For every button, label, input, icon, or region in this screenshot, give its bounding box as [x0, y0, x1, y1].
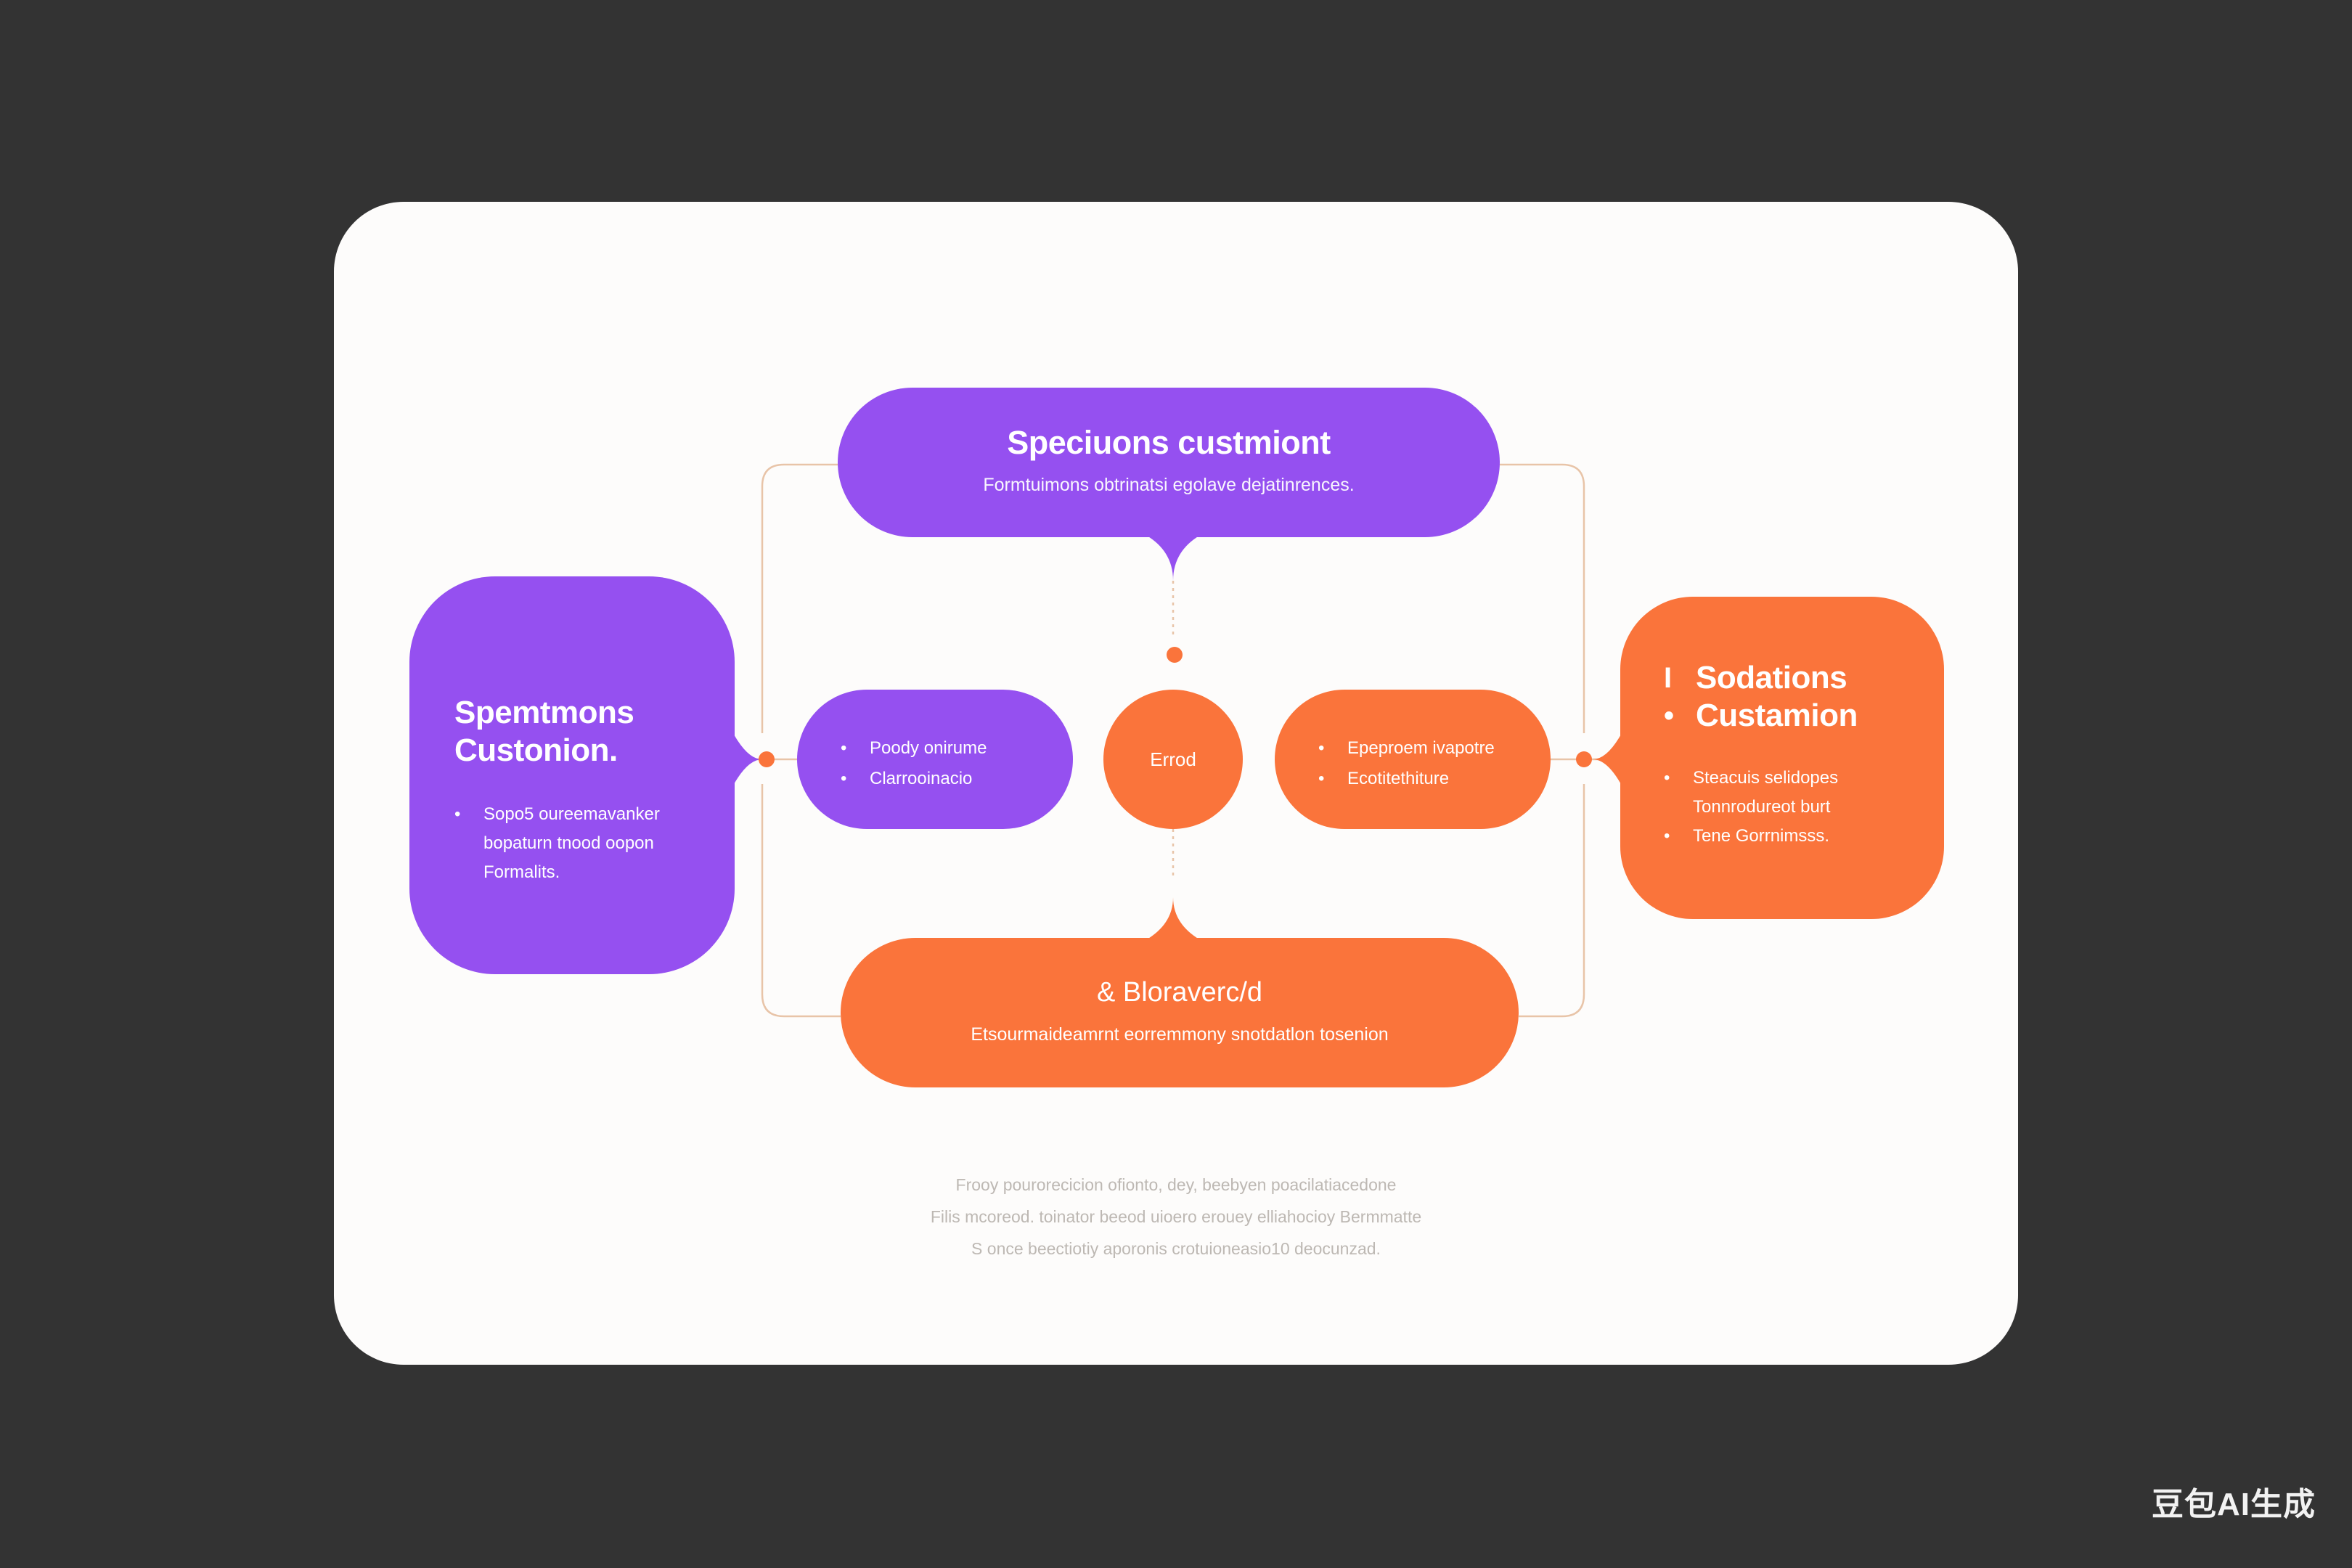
- right-node: I • Sodations Custamion • Steacuis selido…: [1620, 597, 1944, 919]
- list-item: • Sopo5 oureemavanker: [454, 800, 735, 829]
- bullet-icon: •: [1318, 769, 1325, 788]
- list-item: Tonnrodureot burt: [1664, 793, 1944, 822]
- top-node-subtitle: Formtuimons obtrinatsi egolave dejatinre…: [983, 475, 1355, 495]
- list-item: • Steacuis selidopes: [1664, 764, 1944, 793]
- list-item-text: Tonnrodureot burt: [1693, 797, 1831, 817]
- right-node-list: • Steacuis selidopes Tonnrodureot burt • T…: [1664, 764, 1944, 851]
- list-item: • Tene Gorrnimsss.: [1664, 822, 1944, 851]
- bottom-node: & Bloraverc/d Etsourmaideamrnt eorremmon…: [841, 938, 1519, 1087]
- list-item: • Ecotitethiture: [1318, 764, 1551, 794]
- left-node: Spemtmons Custonion. • Sopo5 oureemavanke…: [409, 576, 735, 974]
- list-item-text: Poody onirume: [870, 738, 987, 758]
- top-node-title: Speciuons custmiont: [1007, 424, 1331, 461]
- right-node-title-line1: Sodations: [1696, 660, 1847, 695]
- list-item: • Epeproem ivapotre: [1318, 733, 1551, 764]
- left-pill-list: • Poody onirume • Clarrooinacio: [841, 733, 1073, 794]
- bullet-spacer: [1664, 793, 1693, 822]
- top-node: Speciuons custmiont Formtuimons obtrinat…: [838, 388, 1500, 537]
- left-pill-node: • Poody onirume • Clarrooinacio: [797, 690, 1073, 829]
- left-node-list: • Sopo5 oureemavanker bopaturn tnood oopo…: [454, 800, 735, 887]
- bullet-icon: •: [454, 804, 461, 824]
- bullet-icon: •: [1318, 738, 1325, 758]
- watermark: 豆包AI生成: [2152, 1487, 2316, 1522]
- list-item-text: Clarrooinacio: [870, 769, 973, 788]
- list-item-text: Epeproem ivapotre: [1347, 738, 1495, 758]
- right-node-title-marks: I •: [1664, 659, 1696, 735]
- list-item-text: Sopo5 oureemavanker: [483, 804, 660, 824]
- list-item: Formalits.: [454, 858, 735, 887]
- right-node-title: I • Sodations Custamion: [1664, 659, 1944, 735]
- list-item-text: Steacuis selidopes: [1693, 768, 1839, 788]
- center-node: Errod: [1103, 690, 1243, 829]
- bottom-node-title: & Bloraverc/d: [1096, 977, 1263, 1008]
- list-item: • Clarrooinacio: [841, 764, 1073, 794]
- center-node-label: Errod: [1150, 748, 1196, 770]
- bullet-spacer: [454, 858, 483, 887]
- list-item: • Poody onirume: [841, 733, 1073, 764]
- footer-caption: Frooy pourorecicion ofionto, dey, beebye…: [835, 1169, 1517, 1265]
- left-node-title: Spemtmons Custonion.: [454, 694, 735, 769]
- right-node-title-text: Sodations Custamion: [1696, 659, 1858, 735]
- title-mark-1: I: [1664, 662, 1672, 694]
- right-pill-node: • Epeproem ivapotre • Ecotitethiture: [1275, 690, 1551, 829]
- bottom-node-subtitle: Etsourmaideamrnt eorremmony snotdatlon t…: [971, 1024, 1389, 1045]
- list-item-text: Tene Gorrnimsss.: [1693, 826, 1830, 846]
- footer-line-2: Filis mcoreod. toinator beeod uioero ero…: [930, 1207, 1422, 1226]
- bullet-spacer: [454, 829, 483, 858]
- list-item-text: Formalits.: [483, 862, 560, 882]
- right-pill-list: • Epeproem ivapotre • Ecotitethiture: [1318, 733, 1551, 794]
- bullet-icon: •: [841, 769, 847, 788]
- footer-line-1: Frooy pourorecicion ofionto, dey, beebye…: [955, 1175, 1397, 1194]
- right-node-title-line2: Custamion: [1696, 698, 1858, 733]
- left-node-title-line1: Spemtmons: [454, 695, 634, 730]
- bullet-icon: •: [1664, 826, 1670, 846]
- bullet-icon: •: [841, 738, 847, 758]
- bullet-icon: •: [1664, 768, 1670, 788]
- list-item: bopaturn tnood oopon: [454, 829, 735, 858]
- left-node-title-line2: Custonion.: [454, 732, 618, 768]
- footer-line-3: S once beectiotiy aporonis crotuioneasio…: [971, 1239, 1381, 1258]
- title-mark-2: •: [1664, 700, 1674, 732]
- list-item-text: Ecotitethiture: [1347, 769, 1450, 788]
- list-item-text: bopaturn tnood oopon: [483, 833, 654, 853]
